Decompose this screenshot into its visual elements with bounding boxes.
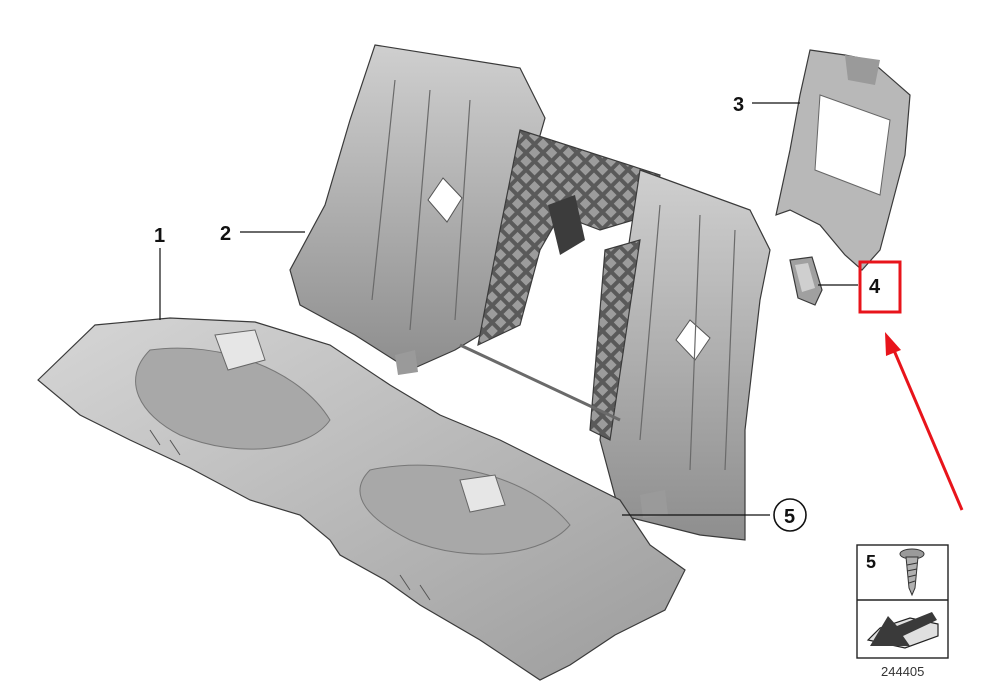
arrow-sheet-icon bbox=[866, 612, 939, 649]
callout-4: 4 bbox=[869, 276, 881, 298]
callout-5: 5 bbox=[784, 506, 795, 528]
callout-3: 3 bbox=[733, 94, 744, 116]
screw-icon bbox=[899, 548, 925, 597]
callout-2: 2 bbox=[220, 223, 231, 245]
leader-lines bbox=[159, 102, 858, 516]
legend-item-label: 5 bbox=[866, 552, 876, 572]
drawing-number: 244405 bbox=[881, 664, 924, 679]
callout-5-circle bbox=[773, 498, 807, 532]
part-4-cap bbox=[789, 256, 823, 306]
callout-4-highlight-box bbox=[858, 260, 902, 314]
part-3-bracket bbox=[775, 49, 911, 271]
callout-1: 1 bbox=[154, 225, 165, 247]
callout-labels: 1 2 3 4 5 bbox=[154, 94, 902, 532]
red-pointer-arrow bbox=[885, 332, 964, 511]
part-2-seat-back-frame bbox=[289, 44, 771, 541]
part-1-seat-tray bbox=[37, 317, 686, 681]
legend-box: 5 bbox=[856, 544, 949, 659]
